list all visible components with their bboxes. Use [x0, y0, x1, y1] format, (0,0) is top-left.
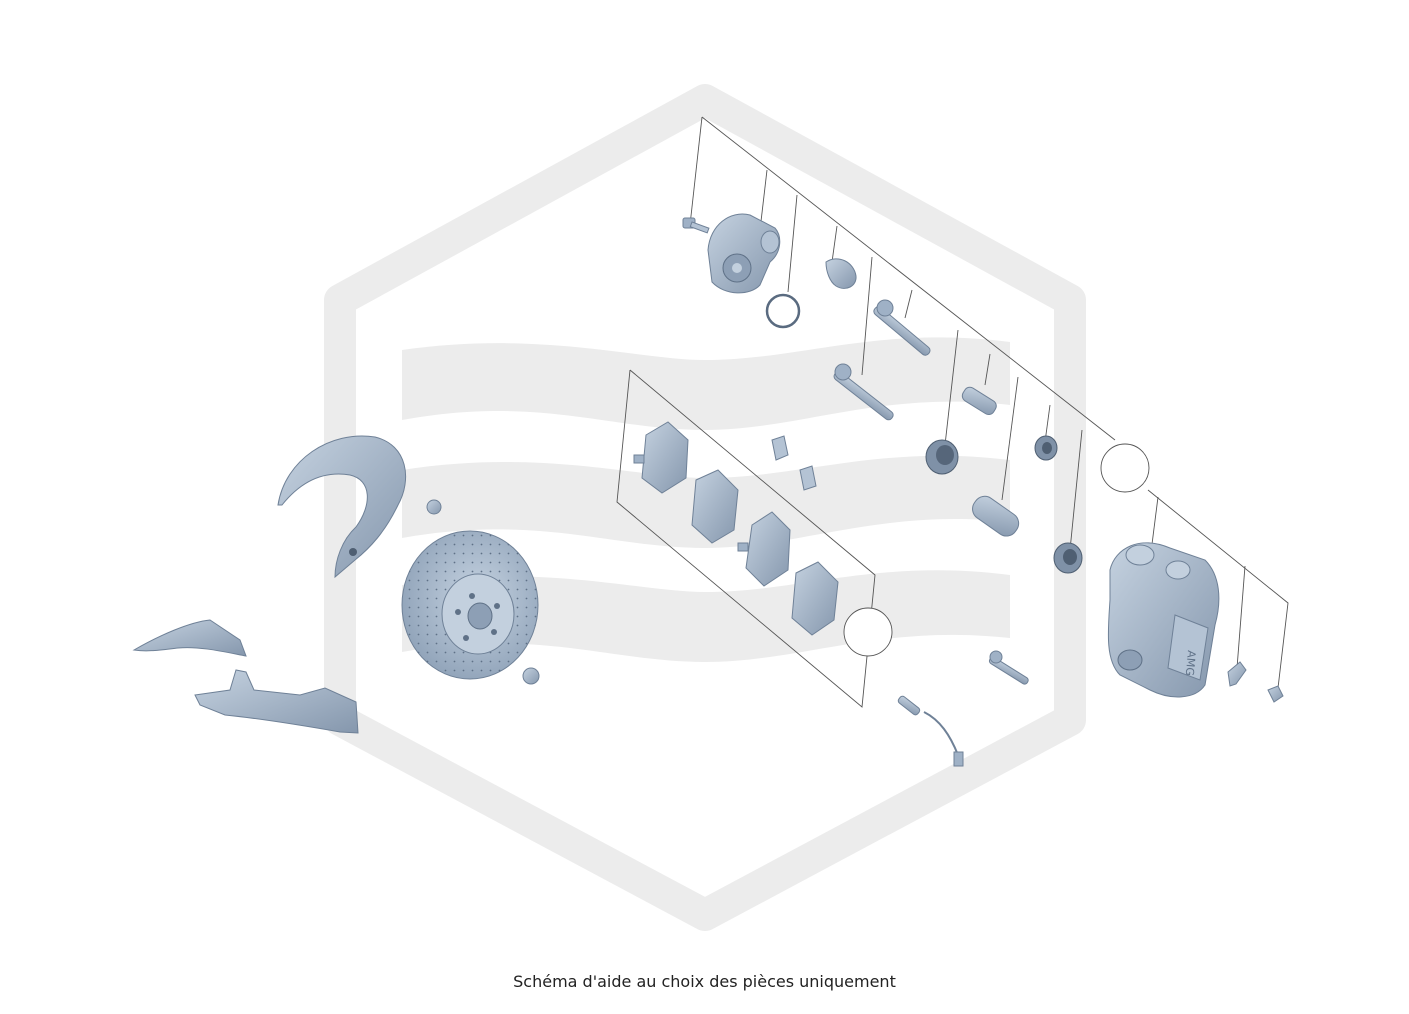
air-duct-icon[interactable] — [194, 669, 359, 734]
guide-sleeve-small-icon[interactable] — [960, 385, 998, 417]
motor-bracket-icon[interactable] — [825, 258, 857, 289]
bushing-small-icon[interactable] — [1034, 435, 1058, 461]
dust-seal-icon[interactable] — [1053, 542, 1083, 574]
pad-clip-lower-icon[interactable] — [799, 465, 817, 491]
bleeder-cap-icon[interactable] — [1267, 685, 1284, 703]
wear-sensor-icon[interactable] — [897, 695, 964, 767]
o-ring-icon[interactable] — [765, 293, 801, 329]
bleeder-valve-icon[interactable] — [1227, 661, 1247, 687]
piston-boot-icon[interactable] — [925, 439, 959, 475]
reference-circle-pads — [843, 607, 893, 657]
piston-icon[interactable] — [968, 492, 1023, 540]
brake-caliper-icon[interactable]: AMG — [1107, 542, 1220, 698]
mount-bolt-icon[interactable] — [988, 650, 1029, 685]
reference-circle-caliper — [1100, 443, 1150, 493]
disc-screw-lower-icon[interactable] — [522, 667, 540, 685]
guide-pin-upper-icon[interactable] — [872, 299, 931, 357]
svg-text:AMG: AMG — [1183, 650, 1198, 677]
brake-pad-3-icon[interactable] — [737, 511, 791, 587]
guide-pin-lower-icon[interactable] — [832, 363, 894, 421]
caliper-bolt-icon[interactable] — [682, 217, 710, 234]
pad-clip-upper-icon[interactable] — [771, 435, 789, 461]
leader-lines — [616, 116, 1289, 708]
air-deflector-icon[interactable] — [132, 619, 247, 657]
diagram-caption: Schéma d'aide au choix des pièces unique… — [513, 972, 896, 991]
brake-pad-2-icon[interactable] — [691, 469, 739, 544]
brake-pad-1-icon[interactable] — [633, 421, 689, 494]
backing-plate-icon[interactable] — [277, 435, 406, 579]
parking-brake-motor-icon[interactable] — [707, 213, 781, 294]
watermark-logo-icon — [324, 84, 1086, 931]
brake-pad-4-icon[interactable] — [791, 561, 839, 636]
brake-disc-icon[interactable] — [401, 530, 539, 680]
disc-screw-upper-icon[interactable] — [426, 499, 442, 515]
